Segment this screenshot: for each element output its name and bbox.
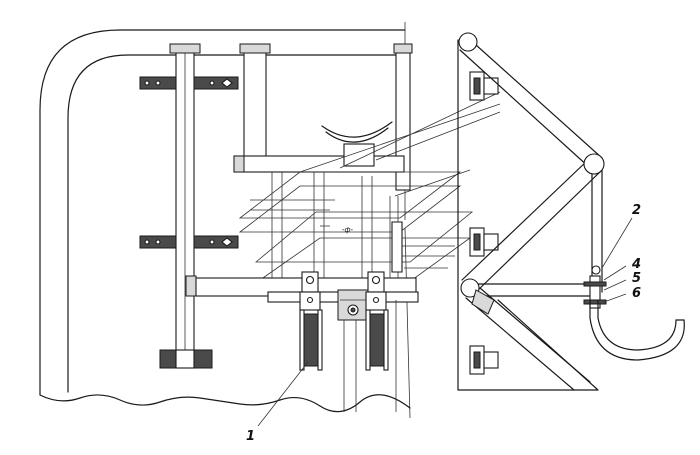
lower-hinge-bracket xyxy=(471,289,495,315)
lower-diagonal-tube xyxy=(465,287,591,391)
callout-5: 5 xyxy=(632,271,641,286)
clamp-bolt-top xyxy=(591,265,601,275)
saddle-post xyxy=(343,143,375,167)
side-panel-outline xyxy=(457,39,599,391)
svg-text:-ф-: -ф- xyxy=(342,226,354,234)
break-line xyxy=(39,394,411,413)
upper-diagonal-tube xyxy=(459,35,603,169)
right-small-tube xyxy=(391,221,403,273)
lower-pivot xyxy=(460,278,480,298)
side-clamp-middle xyxy=(469,227,499,257)
ghost-shelf-4 xyxy=(258,237,472,281)
front-view: -ф- xyxy=(39,22,501,419)
side-clamp-top xyxy=(469,71,499,101)
post-clip xyxy=(185,275,197,297)
post-cap xyxy=(169,43,201,54)
hook-bracket-right xyxy=(365,271,389,371)
projection-lines xyxy=(299,91,501,197)
cab-outline xyxy=(39,29,406,396)
callout-2: 2 xyxy=(632,203,641,218)
ghost-shelf-1 xyxy=(238,171,462,219)
ghost-shelf-2 xyxy=(238,185,462,233)
j-hook xyxy=(589,299,685,361)
frame-crossbar xyxy=(233,155,405,173)
clamp-plate xyxy=(589,275,601,309)
callout-4: 4 xyxy=(631,257,641,272)
callouts: 1 2 4 5 6 xyxy=(246,203,641,444)
middle-pivot xyxy=(583,153,605,175)
side-clamp-bottom xyxy=(469,345,499,375)
ghost-shelf-3 xyxy=(254,211,474,263)
leader-lines xyxy=(257,217,633,427)
hook-bracket-left xyxy=(299,271,323,371)
cab-outline-inner xyxy=(67,54,406,393)
top-pivot xyxy=(458,32,478,52)
middle-diagonal-tube xyxy=(461,159,603,293)
side-view xyxy=(457,32,685,391)
callout-6: 6 xyxy=(632,286,641,301)
upper-frame-left-tube xyxy=(243,49,267,161)
callout-1: 1 xyxy=(246,429,255,444)
saddle-cradle xyxy=(321,121,393,143)
horizontal-arm xyxy=(475,283,597,297)
